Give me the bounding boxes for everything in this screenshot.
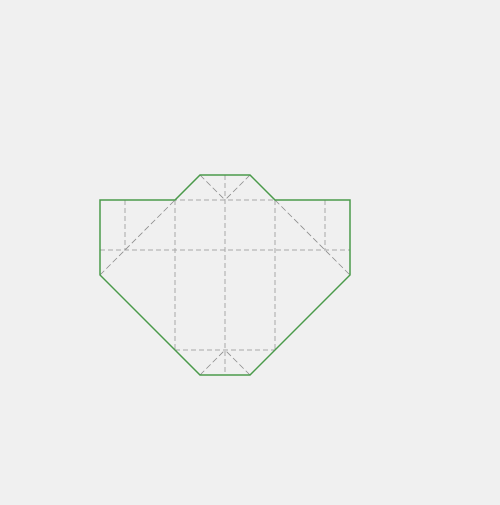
fold-outline <box>99 174 351 376</box>
crease-lines <box>99 174 351 376</box>
crease-diagonal-left-long <box>99 199 176 276</box>
crease-diagonal-bottom-left <box>199 349 226 376</box>
crease-diagonal-top-left <box>199 174 226 201</box>
crease-diagonal-right-long <box>274 199 351 276</box>
crease-diagonal-bottom-right <box>224 349 251 376</box>
crease-diagonal-top-right <box>224 174 251 201</box>
